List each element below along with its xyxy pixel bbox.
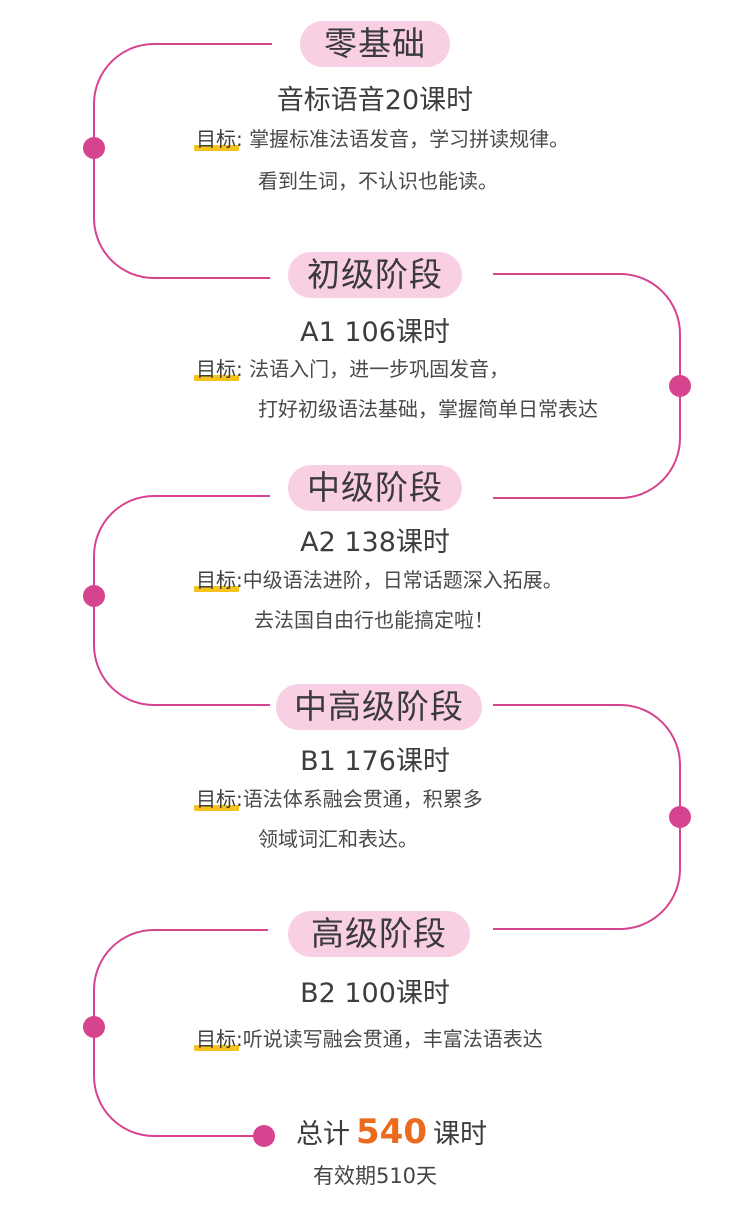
stage-goal-cont-beginner: 打好初级语法基础，掌握简单日常表达 [258, 397, 598, 421]
validity-period: 有效期510天 [312, 1164, 438, 1188]
timeline-connector-1 [93, 43, 272, 279]
stage-goal-cont-intermediate: 去法国自由行也能搞定啦！ [254, 608, 494, 632]
stage-title-intermediate: 中级阶段 [288, 465, 462, 511]
goal-label: 目标: [194, 357, 243, 381]
timeline-dot-end [253, 1125, 275, 1147]
stage-goal-cont-upper-intermediate: 领域词汇和表达。 [258, 827, 418, 851]
stage-goal-intermediate: 目标:中级语法进阶，日常话题深入拓展。 [194, 567, 563, 593]
stage-hours-intermediate: A2 138课时 [300, 527, 450, 558]
goal-label: 目标: [194, 1027, 243, 1051]
stage-hours-upper-intermediate: B1 176课时 [300, 746, 450, 777]
timeline-connector-2 [493, 273, 681, 499]
stage-hours-beginner: A1 106课时 [300, 317, 450, 348]
timeline-dot-1 [83, 137, 105, 159]
total-value: 540 [356, 1112, 427, 1152]
stage-title-beginner: 初级阶段 [288, 252, 462, 298]
goal-text: 听说读写融会贯通，丰富法语表达 [242, 1027, 543, 1051]
goal-text: 中级语法进阶，日常话题深入拓展。 [242, 568, 563, 592]
stage-title-upper-intermediate: 中高级阶段 [276, 684, 482, 730]
goal-label: 目标: [194, 568, 243, 592]
total-prefix: 总计 [296, 1119, 350, 1150]
timeline-dot-3 [83, 585, 105, 607]
stage-goal-beginner: 目标: 法语入门，进一步巩固发音， [194, 356, 510, 382]
goal-text: 法语入门，进一步巩固发音， [242, 357, 510, 381]
timeline-dot-2 [669, 375, 691, 397]
goal-text: 掌握标准法语发音，学习拼读规律。 [242, 127, 570, 151]
stage-title-advanced: 高级阶段 [288, 911, 470, 957]
stage-title-zero: 零基础 [300, 21, 450, 67]
total-suffix: 课时 [432, 1119, 487, 1150]
timeline-dot-4 [669, 806, 691, 828]
goal-label: 目标: [194, 127, 243, 151]
stage-goal-advanced: 目标:听说读写融会贯通，丰富法语表达 [194, 1026, 543, 1052]
stage-goal-upper-intermediate: 目标:语法体系融会贯通，积累多 [194, 786, 483, 812]
stage-hours-zero: 音标语音20课时 [276, 85, 474, 116]
stage-goal-zero: 目标: 掌握标准法语发音，学习拼读规律。 [194, 126, 570, 152]
goal-label: 目标: [194, 787, 243, 811]
stage-hours-advanced: B2 100课时 [300, 978, 450, 1009]
goal-text: 语法体系融会贯通，积累多 [242, 787, 483, 811]
stage-goal-cont-zero: 看到生词，不认识也能读。 [258, 169, 498, 193]
timeline-dot-5 [83, 1016, 105, 1038]
